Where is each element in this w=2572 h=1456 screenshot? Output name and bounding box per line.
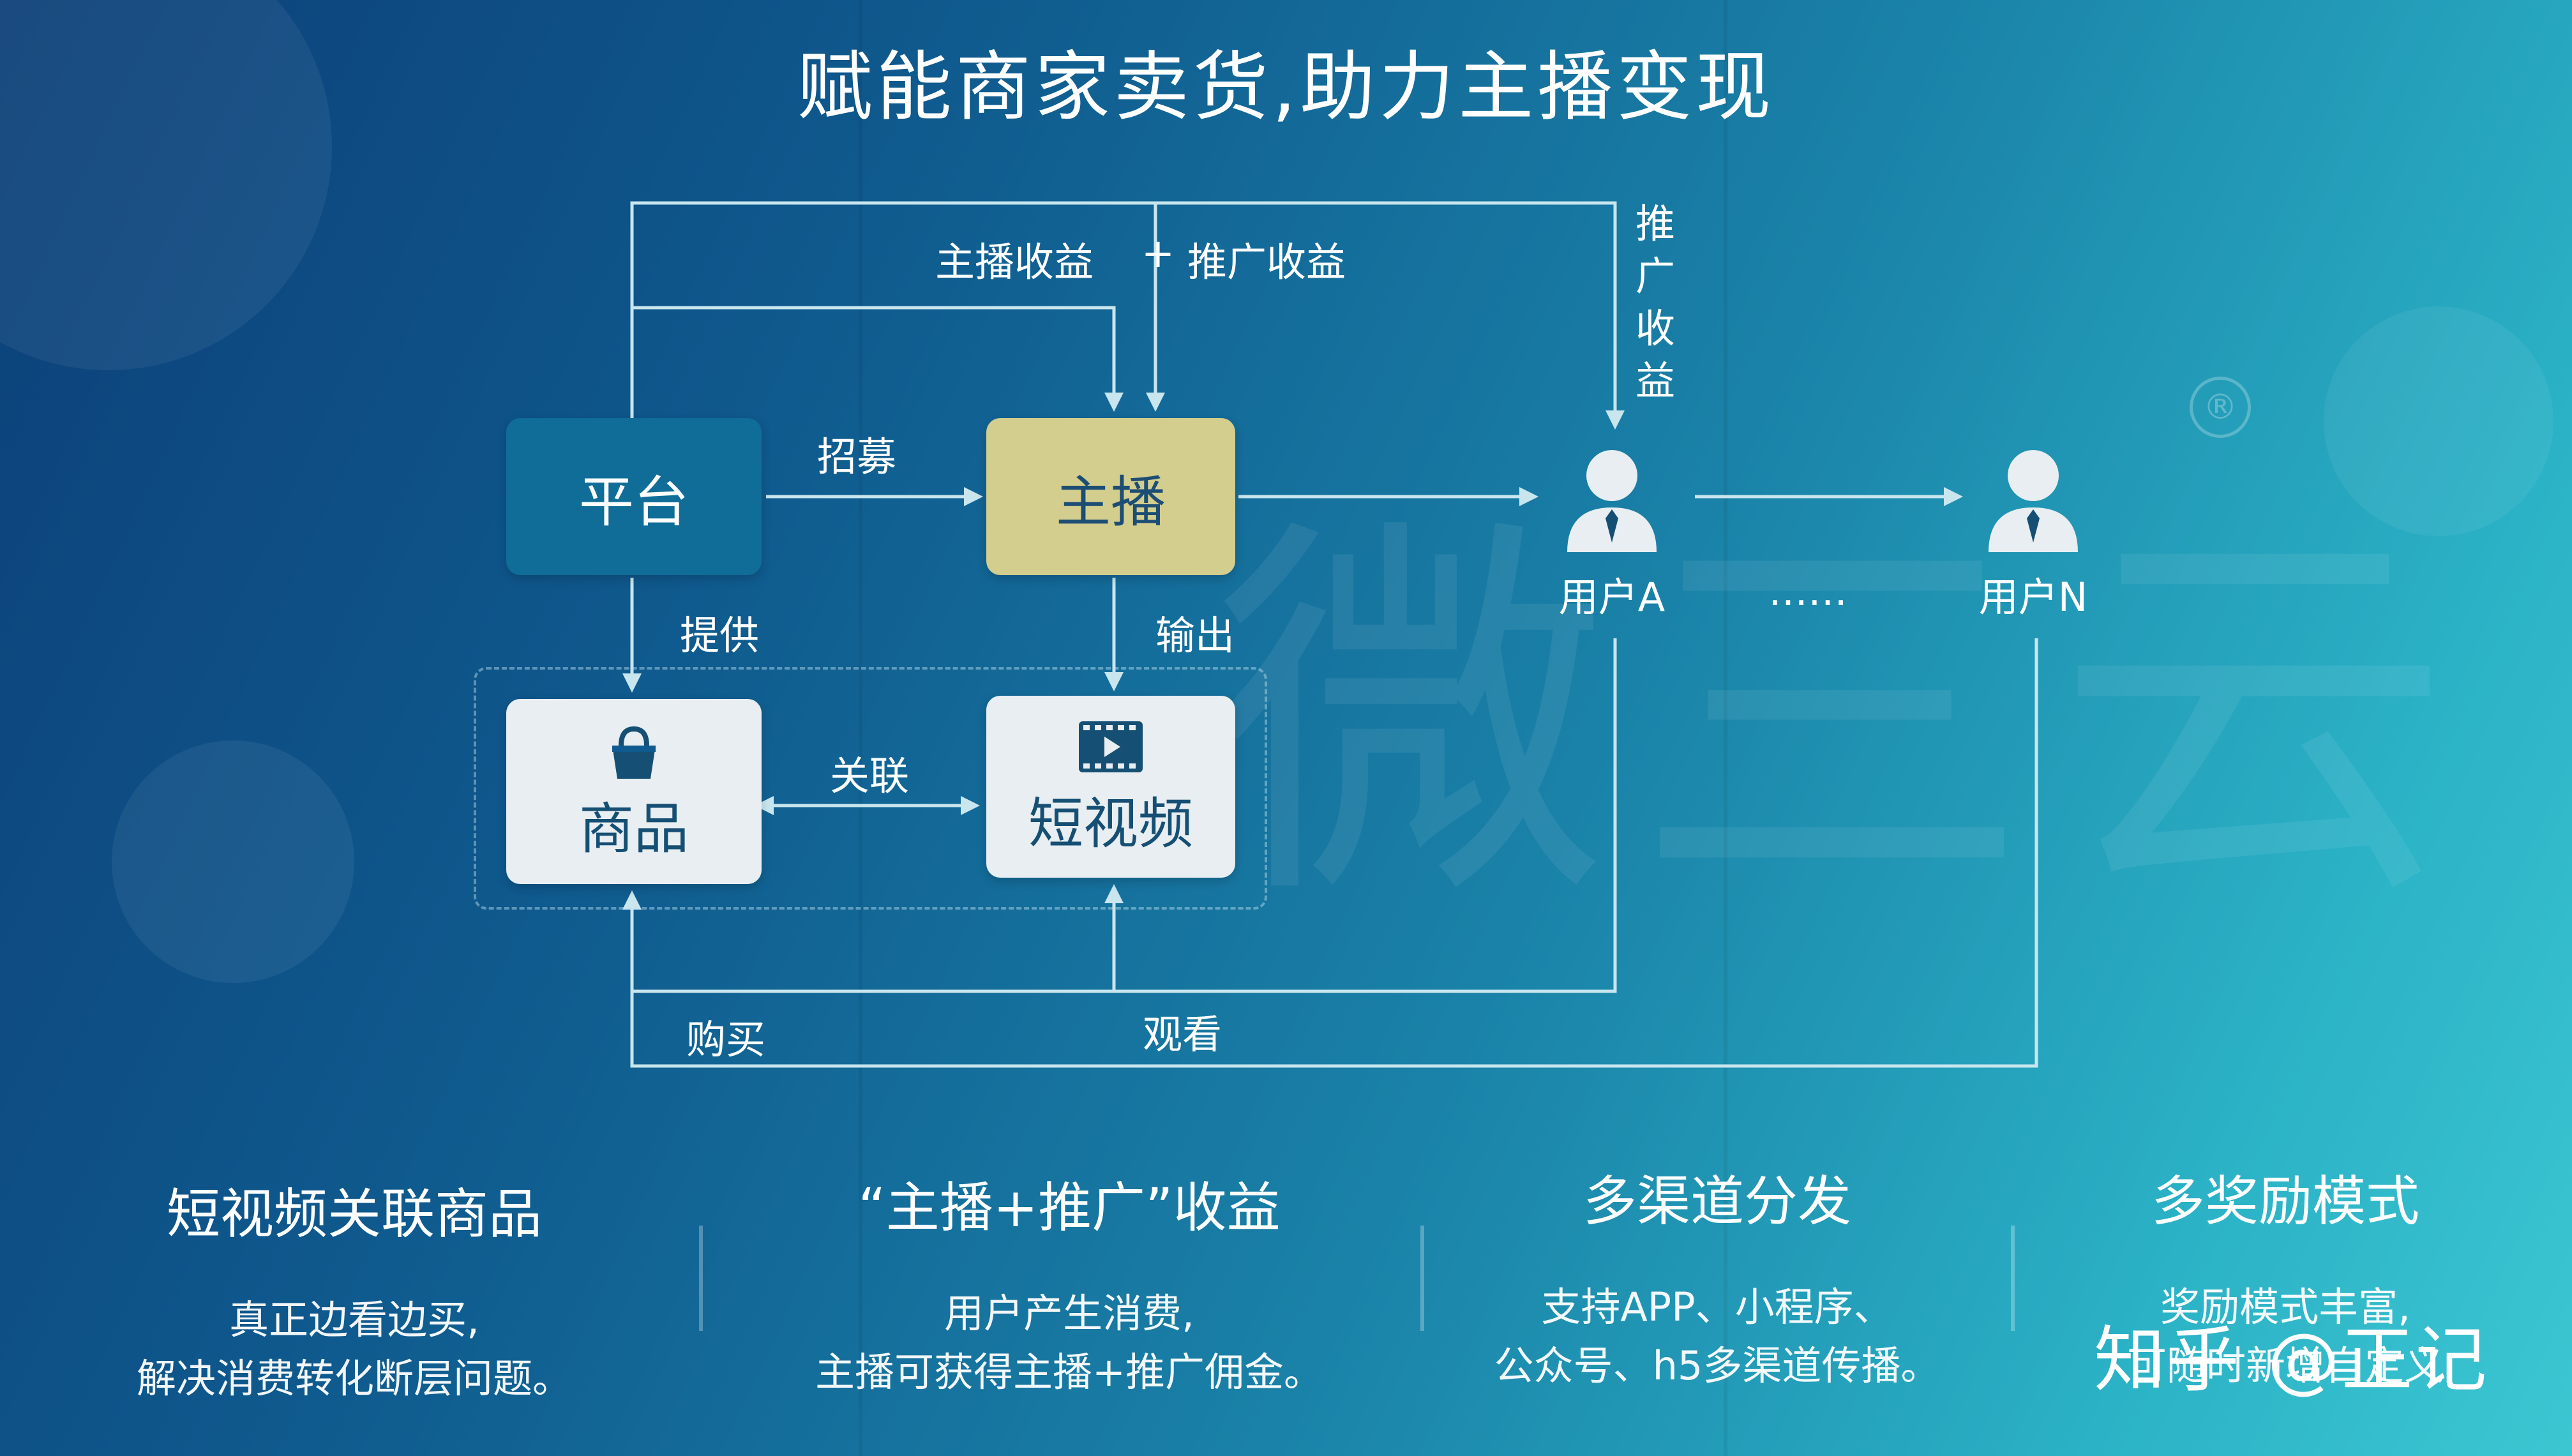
column-divider — [1420, 1226, 1424, 1331]
background-circle — [112, 740, 354, 983]
edge-label-watch: 观看 — [1143, 1011, 1222, 1058]
vertical-char: 广 — [1635, 253, 1675, 299]
feature-desc: 奖励模式丰富, 可随时新增自定义 — [2011, 1278, 2560, 1395]
column-divider — [2011, 1226, 2015, 1331]
vertical-char: 益 — [1635, 357, 1675, 404]
vertical-char: 收 — [1635, 305, 1675, 352]
node-platform: 平台 — [506, 418, 762, 575]
node-anchor-label: 主播 — [1056, 470, 1166, 534]
edge-user-a-return — [622, 638, 1617, 993]
feature-desc-line: 支持APP、小程序、 — [1541, 1284, 1893, 1330]
feature-title: “主播+推广”收益 — [858, 1176, 1281, 1239]
node-user-a-label: 用户A — [1558, 574, 1666, 620]
column-divider — [699, 1226, 703, 1331]
node-platform-label: 平台 — [579, 470, 689, 534]
feature-desc-line: 奖励模式丰富, — [2160, 1284, 2410, 1330]
edge-platform-to-user-a-income — [630, 201, 1625, 430]
edge-label-buy: 购买 — [686, 1016, 766, 1063]
node-goods: 商品 — [506, 699, 762, 884]
node-user-n: 用户N — [1953, 447, 2113, 622]
feature-desc: 用户产生消费, 主播可获得主播+推广佣金。 — [795, 1284, 1344, 1402]
registered-mark: ® — [2190, 377, 2251, 438]
feature-item: 多渠道分发 支持APP、小程序、公众号、h5多渠道传播。 — [1443, 1159, 1992, 1395]
brand-watermark: 微三云 — [1213, 488, 2477, 949]
edge-label-provide: 提供 — [680, 612, 760, 659]
feature-item: 短视频关联商品 真正边看边买, 解决消费转化断层问题。 — [80, 1171, 629, 1408]
user-icon — [1989, 450, 2078, 552]
feature-title: 多奖励模式 — [2151, 1170, 2419, 1233]
zhihu-watermark: 知乎 @正记 — [2094, 1319, 2490, 1402]
node-user-a: 用户A — [1532, 447, 1692, 622]
feature-desc-line: 公众号、h5多渠道传播。 — [1494, 1342, 1941, 1389]
node-video: 短视频 — [986, 696, 1235, 878]
video-play-icon — [1079, 721, 1143, 772]
node-anchor: 主播 — [986, 418, 1235, 575]
edge-label-promo-income: 推广收益 — [1187, 239, 1346, 285]
edge-label-plus: + — [1141, 230, 1175, 276]
edge-label-output: 输出 — [1155, 612, 1235, 659]
node-video-label: 短视频 — [1028, 792, 1193, 856]
edge-label-anchor-income: 主播收益 — [935, 239, 1094, 285]
feature-title: 多渠道分发 — [1583, 1170, 1851, 1233]
edge-platform-to-anchor-income — [632, 306, 1124, 412]
feature-desc: 支持APP、小程序、公众号、h5多渠道传播。 — [1443, 1278, 1992, 1395]
users-ellipsis: …… — [1768, 568, 1847, 615]
edge-user-n-return — [630, 638, 2038, 1068]
feature-item: “主播+推广”收益 用户产生消费, 主播可获得主播+推广佣金。 — [795, 1165, 1344, 1402]
feature-desc: 真正边看边买, 解决消费转化断层问题。 — [80, 1291, 629, 1408]
feature-desc-line: 真正边看边买, — [229, 1296, 479, 1343]
content-group-frame — [474, 667, 1267, 910]
feature-desc-line: 主播可获得主播+推广佣金。 — [815, 1349, 1323, 1395]
feature-desc-line: 解决消费转化断层问题。 — [136, 1355, 572, 1402]
node-goods-label: 商品 — [579, 797, 689, 861]
node-user-n-label: 用户N — [1978, 574, 2088, 620]
feature-item: 多奖励模式 奖励模式丰富, 可随时新增自定义 — [2011, 1159, 2560, 1395]
vertical-char: 推 — [1635, 200, 1675, 247]
fold-line — [1724, 0, 1727, 1456]
edge-label-associate: 关联 — [830, 753, 910, 799]
feature-desc-line: 用户产生消费, — [944, 1290, 1194, 1337]
feature-desc-line: 可随时新增自定义 — [2126, 1342, 2444, 1389]
edge-label-recruit: 招募 — [817, 433, 897, 480]
background-circle — [2324, 306, 2553, 536]
user-icon — [1567, 450, 1657, 552]
feature-title: 短视频关联商品 — [166, 1183, 542, 1245]
fold-line — [859, 0, 862, 1456]
page-title: 赋能商家卖货,助力主播变现 — [797, 43, 1775, 131]
shopping-bag-icon — [612, 726, 656, 779]
edge-label-promo-income-vertical: 推 广 收 益 — [1633, 198, 1678, 407]
